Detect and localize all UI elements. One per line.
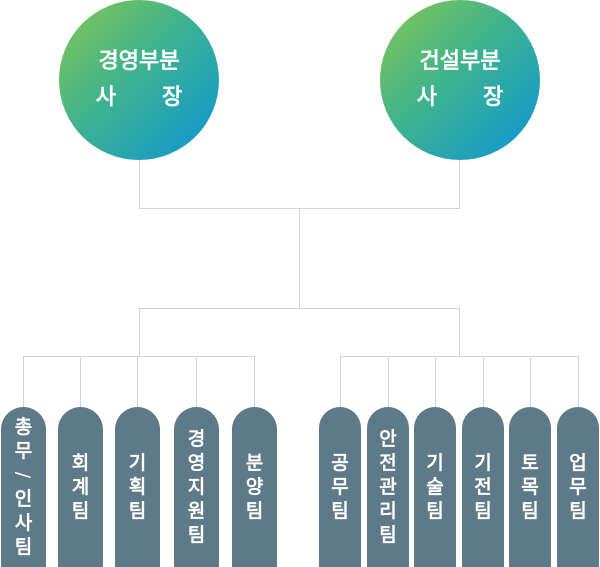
group-split-line [139,308,460,356]
construction-division-president: 건설부분 사 장 [380,0,540,160]
management-division-president: 경영부분 사 장 [59,0,219,160]
exec-join-line [139,160,460,209]
exec-division-label: 경영부분 [98,49,180,74]
exec-title-label: 사 장 [416,85,504,110]
exec-division-label: 건설부분 [419,49,501,74]
exec-title-label: 사 장 [95,85,183,110]
